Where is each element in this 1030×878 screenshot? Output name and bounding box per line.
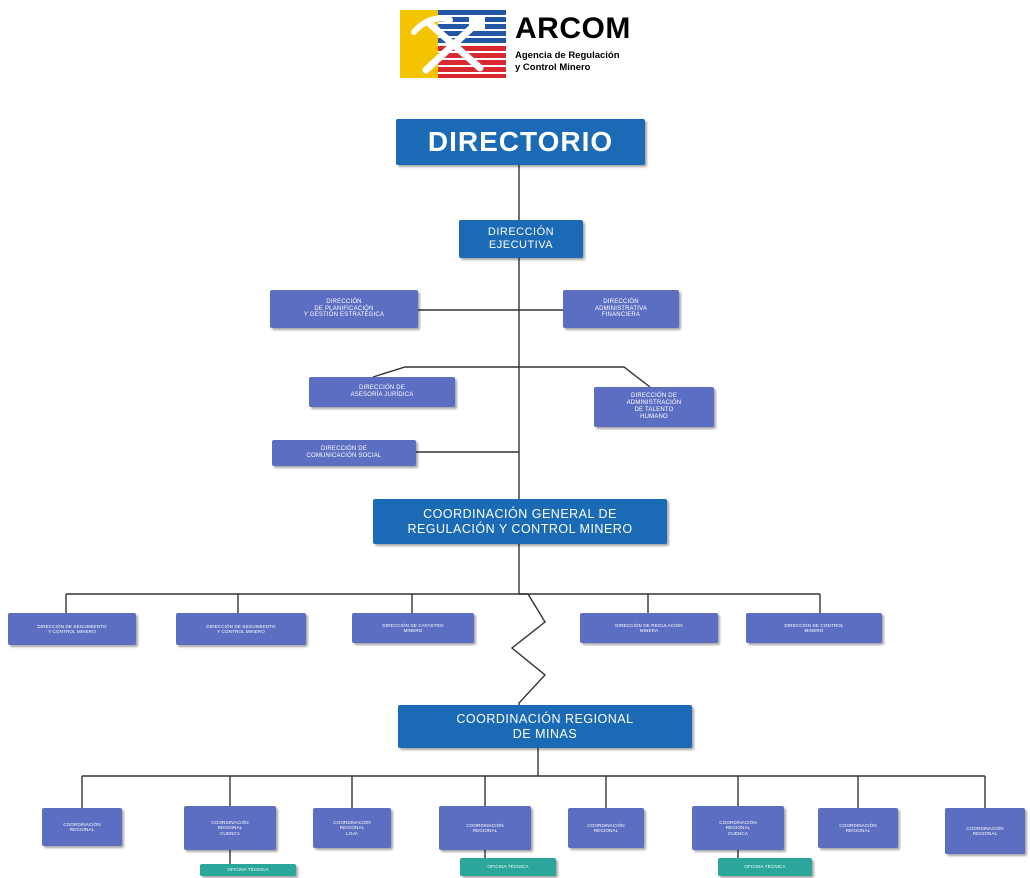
node-coordinacion-regional-1[interactable]: COORDINACIÓN REGIONAL (42, 808, 122, 846)
node-coordinacion-regional-6[interactable]: COORDINACIÓN REGIONAL CUENCA (692, 806, 784, 850)
node-oficina-tecnica-3[interactable]: OFICINA TÉCNICA (718, 858, 812, 876)
node-direccion-nacional-1[interactable]: DIRECCIÓN DE SEGUIMIENTO Y CONTROL MINER… (8, 613, 136, 645)
node-coordinacion-regional-8[interactable]: COORDINACIÓN REGIONAL (945, 808, 1025, 854)
connector-zigzag (510, 593, 547, 705)
node-coordinacion-regional[interactable]: COORDINACIÓN REGIONAL DE MINAS (398, 705, 692, 748)
node-direccion-nacional-4[interactable]: DIRECCIÓN DE REGULACIÓN MINERA (580, 613, 718, 643)
arcom-logo-mark (400, 10, 506, 78)
node-direccion-planificacion[interactable]: DIRECCIÓN DE PLANIFICACIÓN Y GESTIÓN EST… (270, 290, 418, 328)
node-coordinacion-regional-5[interactable]: COORDINACIÓN REGIONAL (568, 808, 644, 848)
node-coordinacion-regional-4[interactable]: COORDINACIÓN REGIONAL (439, 806, 531, 850)
arcom-logo: ARCOM Agencia de Regulación y Control Mi… (400, 10, 660, 80)
node-oficina-tecnica-2[interactable]: OFICINA TÉCNICA (460, 858, 556, 876)
node-coordinacion-general[interactable]: COORDINACIÓN GENERAL DE REGULACIÓN Y CON… (373, 499, 667, 544)
node-coordinacion-regional-3[interactable]: COORDINACIÓN REGIONAL LOJA (313, 808, 391, 848)
node-direccion-nacional-5[interactable]: DIRECCIÓN DE CONTROL MINERO (746, 613, 882, 643)
node-direccion-comunicacion[interactable]: DIRECCIÓN DE COMUNICACIÓN SOCIAL (272, 440, 416, 466)
logo-subtitle-line-1: Agencia de Regulación (515, 50, 620, 61)
logo-name: ARCOM (515, 12, 631, 45)
node-coordinacion-regional-7[interactable]: COORDINACIÓN REGIONAL (818, 808, 898, 848)
logo-subtitle-line-2: y Control Minero (515, 62, 591, 73)
hammer-pick-icon (411, 15, 485, 74)
node-direccion-nacional-2[interactable]: DIRECCIÓN DE SEGUIMIENTO Y CONTROL MINER… (176, 613, 306, 645)
node-direccion-nacional-3[interactable]: DIRECCIÓN DE CATASTRO MINERO (352, 613, 474, 643)
node-direccion-administrativa[interactable]: DIRECCIÓN ADMINISTRATIVA FINANCIERA (563, 290, 679, 328)
connector-asesoria-talento (372, 366, 651, 388)
node-direccion-talento[interactable]: DIRECCIÓN DE ADMINISTRACIÓN DE TALENTO H… (594, 387, 714, 427)
node-direccion-ejecutiva[interactable]: DIRECCIÓN EJECUTIVA (459, 220, 583, 258)
node-coordinacion-regional-2[interactable]: COORDINACIÓN REGIONAL CUENCA (184, 806, 276, 850)
node-direccion-asesoria[interactable]: DIRECCIÓN DE ASESORÍA JURÍDICA (309, 377, 455, 407)
node-oficina-tecnica-1[interactable]: OFICINA TÉCNICA (200, 864, 296, 876)
node-directorio[interactable]: DIRECTORIO (396, 119, 645, 165)
